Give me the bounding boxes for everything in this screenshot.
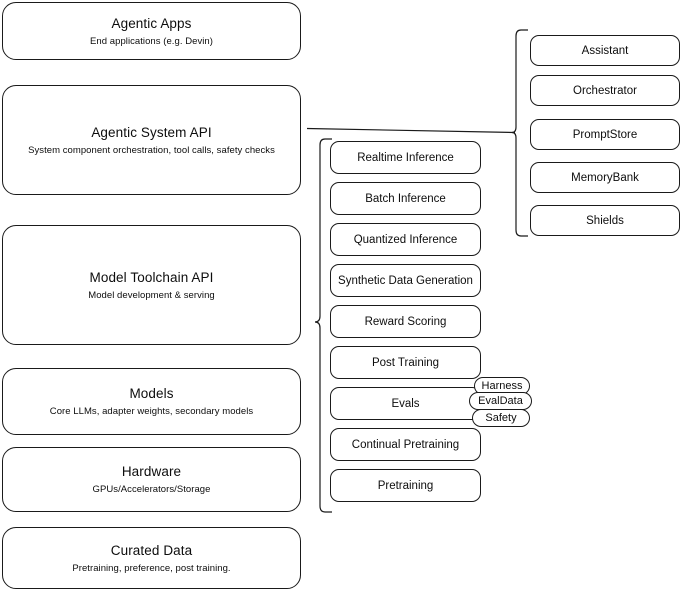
system-component-label: MemoryBank (571, 171, 639, 184)
system-component-label: Assistant (581, 44, 629, 57)
toolchain-item-synthetic-data-generation[interactable]: Synthetic Data Generation (330, 264, 481, 297)
layer-title: Agentic System API (91, 124, 212, 140)
toolchain-item-reward-scoring[interactable]: Reward Scoring (330, 305, 481, 338)
layer-subtitle: GPUs/Accelerators/Storage (92, 484, 211, 495)
toolchain-item-label: Evals (391, 397, 420, 410)
layer-title: Model Toolchain API (89, 269, 214, 285)
toolchain-item-quantized-inference[interactable]: Quantized Inference (330, 223, 481, 256)
layer-title: Models (129, 386, 174, 401)
toolchain-item-pretraining[interactable]: Pretraining (330, 469, 481, 502)
toolchain-item-label: Pretraining (377, 479, 434, 492)
toolchain-item-post-training[interactable]: Post Training (330, 346, 481, 379)
layer-subtitle: Model development & serving (88, 289, 215, 301)
toolchain-item-label: Reward Scoring (364, 315, 447, 328)
toolchain-item-label: Post Training (371, 356, 440, 369)
layer-subtitle: Pretraining, preference, post training. (72, 562, 231, 574)
system-component-memorybank[interactable]: MemoryBank (530, 162, 680, 193)
agentic-system-bracket (511, 29, 528, 237)
toolchain-item-label: Quantized Inference (353, 233, 458, 246)
eval-pill-safety[interactable]: Safety (472, 409, 530, 427)
layer-title: Curated Data (110, 542, 193, 558)
layer-curated-data: Curated Data Pretraining, preference, po… (2, 527, 301, 589)
layer-agentic-system-api: Agentic System API System component orch… (2, 85, 301, 195)
system-api-connector-line (306, 127, 516, 134)
eval-pill-evaldata[interactable]: EvalData (469, 392, 532, 410)
layer-subtitle: Core LLMs, adapter weights, secondary mo… (49, 406, 254, 417)
layer-title: Agentic Apps (111, 15, 192, 31)
system-component-orchestrator[interactable]: Orchestrator (530, 75, 680, 106)
layer-hardware: Hardware GPUs/Accelerators/Storage (2, 447, 301, 512)
eval-pill-label: Safety (485, 412, 517, 424)
toolchain-item-label: Realtime Inference (357, 151, 454, 164)
eval-pill-label: Harness (481, 380, 523, 392)
system-component-label: Orchestrator (573, 84, 637, 97)
toolchain-item-label: Batch Inference (365, 192, 446, 205)
layer-model-toolchain-api: Model Toolchain API Model development & … (2, 225, 301, 345)
layer-subtitle: End applications (e.g. Devin) (90, 35, 213, 47)
layer-subtitle: System component orchestration, tool cal… (28, 144, 275, 156)
system-component-label: PromptStore (572, 128, 638, 141)
system-component-label: Shields (586, 214, 624, 227)
layer-models: Models Core LLMs, adapter weights, secon… (2, 368, 301, 435)
toolchain-item-realtime-inference[interactable]: Realtime Inference (330, 141, 481, 174)
layer-title: Hardware (121, 464, 182, 479)
eval-pill-label: EvalData (478, 395, 523, 407)
toolchain-item-label: Continual Pretraining (351, 438, 460, 451)
system-component-shields[interactable]: Shields (530, 205, 680, 236)
toolchain-item-label: Synthetic Data Generation (338, 274, 473, 287)
system-component-assistant[interactable]: Assistant (530, 35, 680, 66)
toolchain-item-batch-inference[interactable]: Batch Inference (330, 182, 481, 215)
toolchain-item-continual-pretraining[interactable]: Continual Pretraining (330, 428, 481, 461)
toolchain-item-evals[interactable]: Evals (330, 387, 481, 420)
system-component-promptstore[interactable]: PromptStore (530, 119, 680, 150)
layer-agentic-apps: Agentic Apps End applications (e.g. Devi… (2, 2, 301, 60)
